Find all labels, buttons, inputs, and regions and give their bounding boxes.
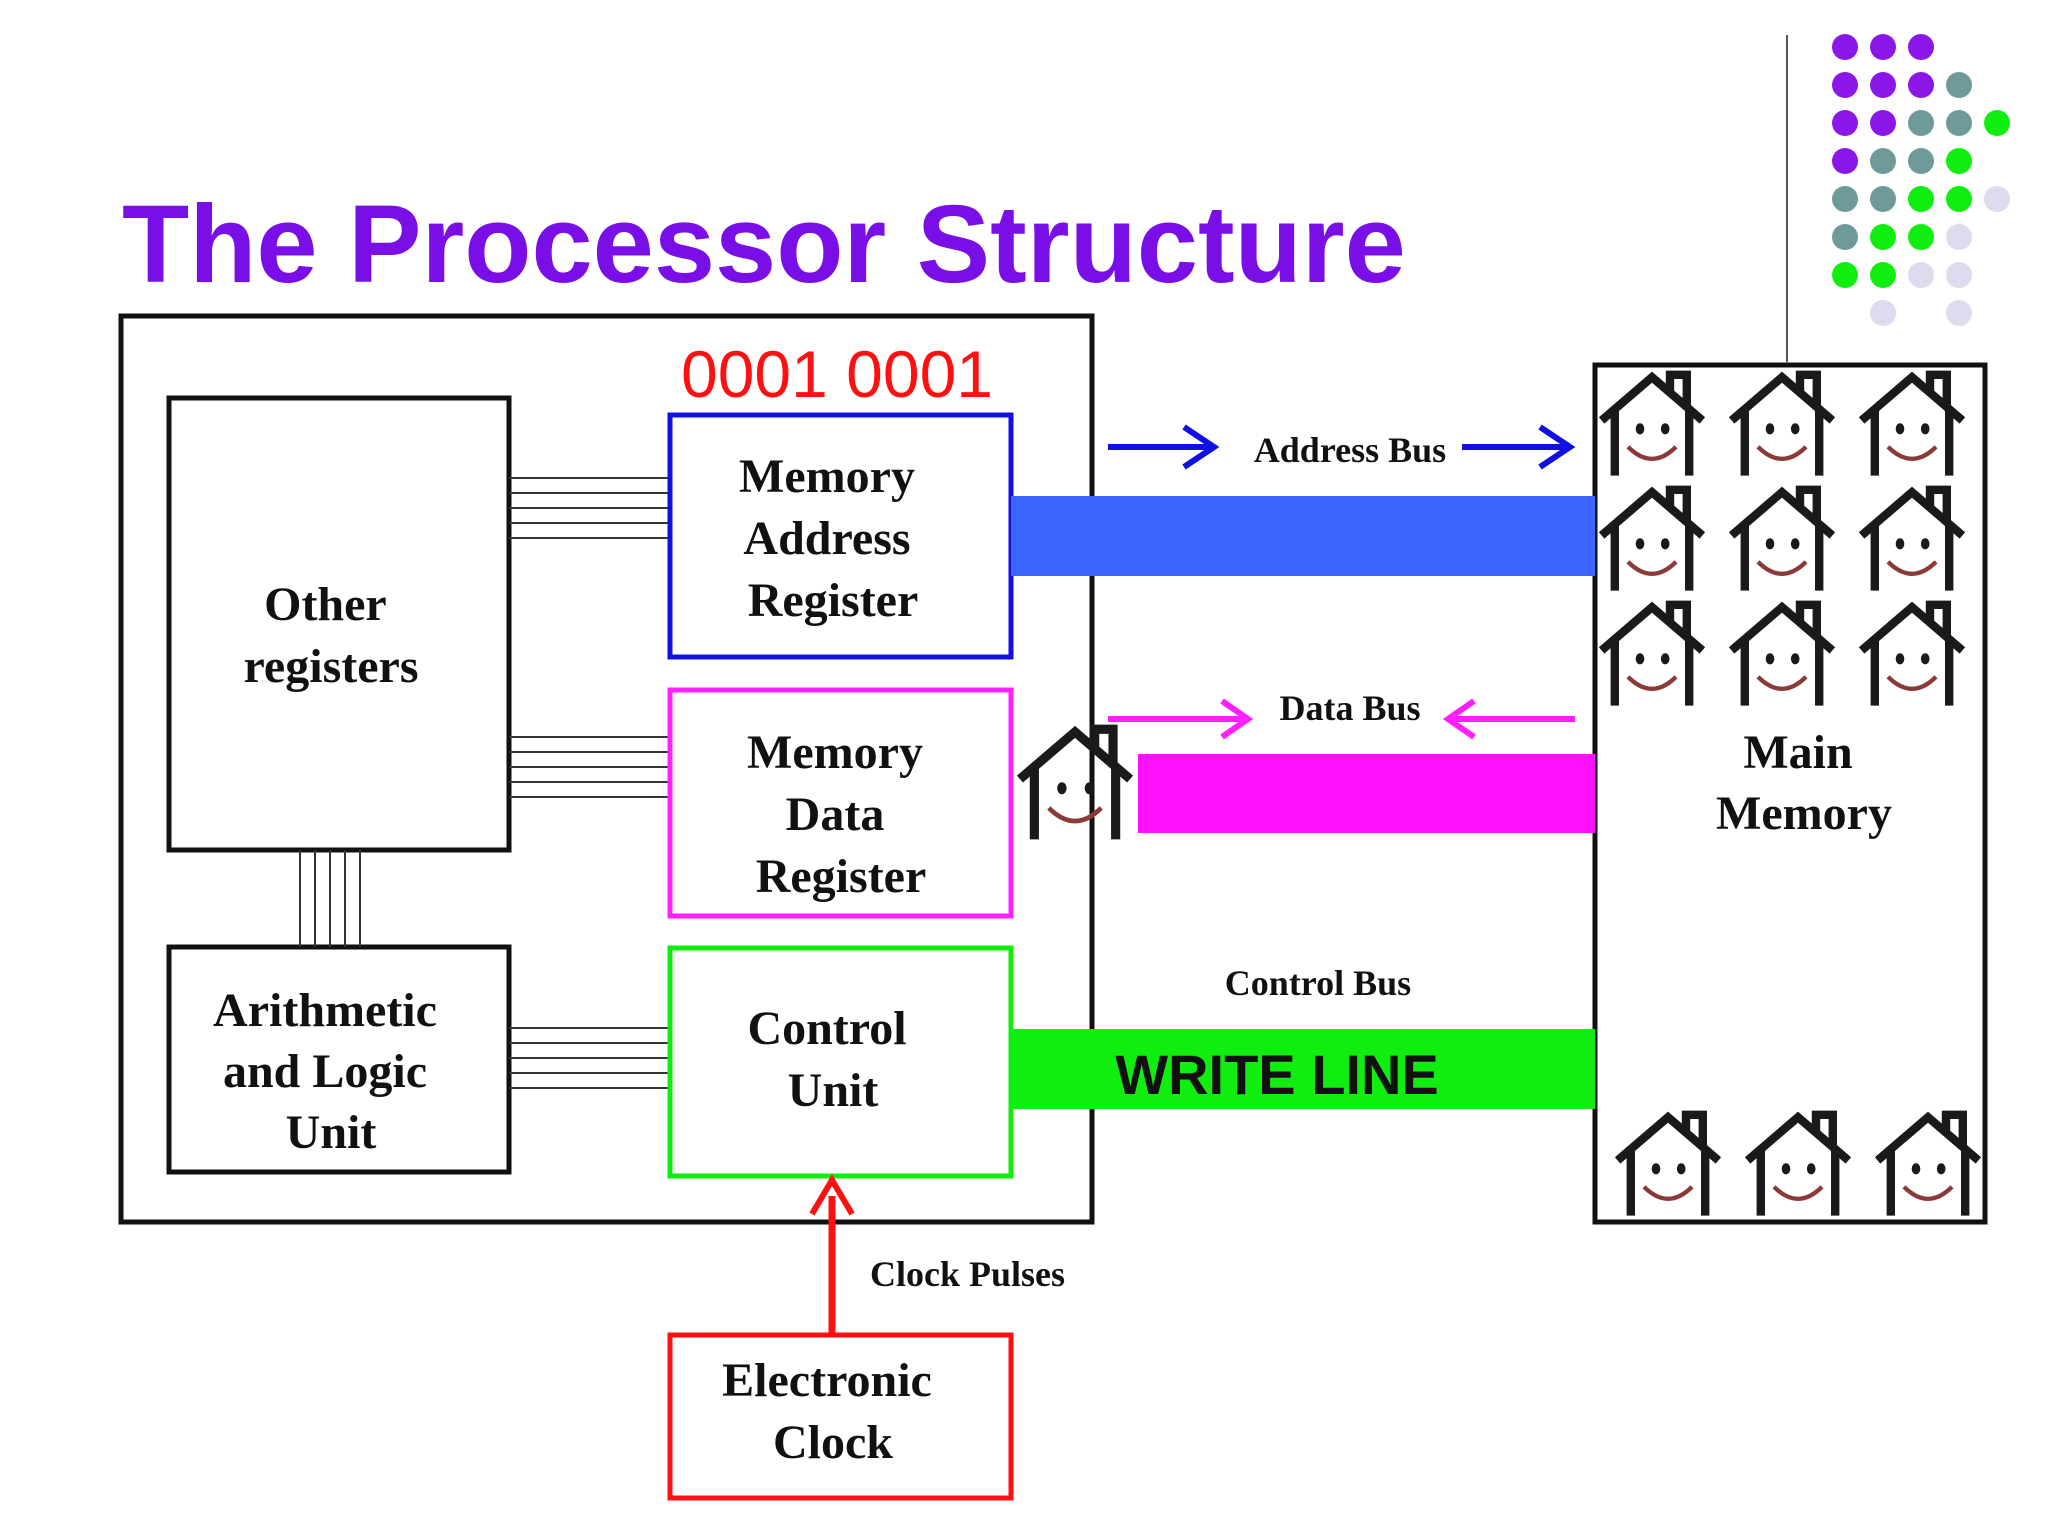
decorative-dot (1832, 186, 1858, 212)
other-registers-label: Other registers (243, 578, 418, 693)
control-unit-box (667, 945, 1014, 1179)
decorative-dot (1870, 300, 1896, 326)
decorative-dot (1908, 110, 1934, 136)
decorative-dot (1832, 72, 1858, 98)
mdr-box (667, 687, 1014, 919)
decorative-dot (1908, 186, 1934, 212)
other-registers-box (166, 395, 512, 853)
decorative-dot (1908, 148, 1934, 174)
address-bus-arrow-left (1108, 424, 1220, 470)
decorative-dot (1870, 110, 1896, 136)
electronic-clock-label: Electronic Clock (722, 1354, 944, 1469)
data-bus-label: Data Bus (1279, 688, 1420, 728)
decorative-dot (1908, 34, 1934, 60)
decorative-dot (1946, 72, 1972, 98)
data-bus-arrow-left (1442, 698, 1575, 740)
alu-box (166, 944, 512, 1175)
decorative-dot (1946, 148, 1972, 174)
decorative-dot-grid (1832, 34, 2010, 326)
decorative-dot (1870, 34, 1896, 60)
decorative-dot (1832, 224, 1858, 250)
page-title: The Processor Structure (122, 183, 1406, 306)
write-line-label: WRITE LINE (1115, 1043, 1439, 1106)
clock-pulse-arrowhead (809, 1174, 855, 1216)
decorative-dot (1908, 262, 1934, 288)
data-bus (1138, 754, 1595, 833)
address-bus (1011, 496, 1595, 576)
decorative-dot (1946, 300, 1972, 326)
alu-label: Arithmetic and Logic Unit (213, 984, 449, 1159)
control-unit-label: Control Unit (747, 1002, 918, 1117)
data-bus-arrow-right (1108, 698, 1254, 740)
decorative-dot (1832, 34, 1858, 60)
decorative-dot (1946, 262, 1972, 288)
data-in-transit-house-icon (1020, 729, 1130, 839)
decorative-dot (1870, 72, 1896, 98)
decorative-dot (1832, 148, 1858, 174)
mdr-label: Memory Data Register (747, 726, 935, 903)
control-bus-label: Control Bus (1225, 963, 1411, 1003)
decorative-dot (1870, 148, 1896, 174)
decorative-dot (1984, 110, 2010, 136)
decorative-dot (1870, 262, 1896, 288)
decorative-dot (1946, 224, 1972, 250)
address-bus-arrow-right (1462, 424, 1576, 470)
decorative-dot (1946, 186, 1972, 212)
main-memory-box (1592, 362, 1988, 1225)
decorative-dot (1908, 72, 1934, 98)
internal-bus-lines (299, 477, 670, 1089)
decorative-dot (1908, 224, 1934, 250)
main-memory-label: Main Memory (1716, 726, 1892, 840)
electronic-clock-box (667, 1332, 1014, 1501)
mar-box (667, 412, 1014, 660)
decorative-dot (1984, 186, 2010, 212)
control-bus (1011, 1029, 1595, 1109)
address-bus-label: Address Bus (1254, 430, 1446, 470)
processor-box (118, 313, 1095, 1225)
mar-value: 0001 0001 (681, 337, 993, 411)
decorative-dot (1870, 224, 1896, 250)
clock-pulses-label: Clock Pulses (870, 1254, 1065, 1294)
decorative-dot (1870, 186, 1896, 212)
decorative-dot (1946, 110, 1972, 136)
decorative-dot (1832, 110, 1858, 136)
mar-label: Memory Address Register (739, 450, 927, 627)
decorative-dot (1832, 262, 1858, 288)
